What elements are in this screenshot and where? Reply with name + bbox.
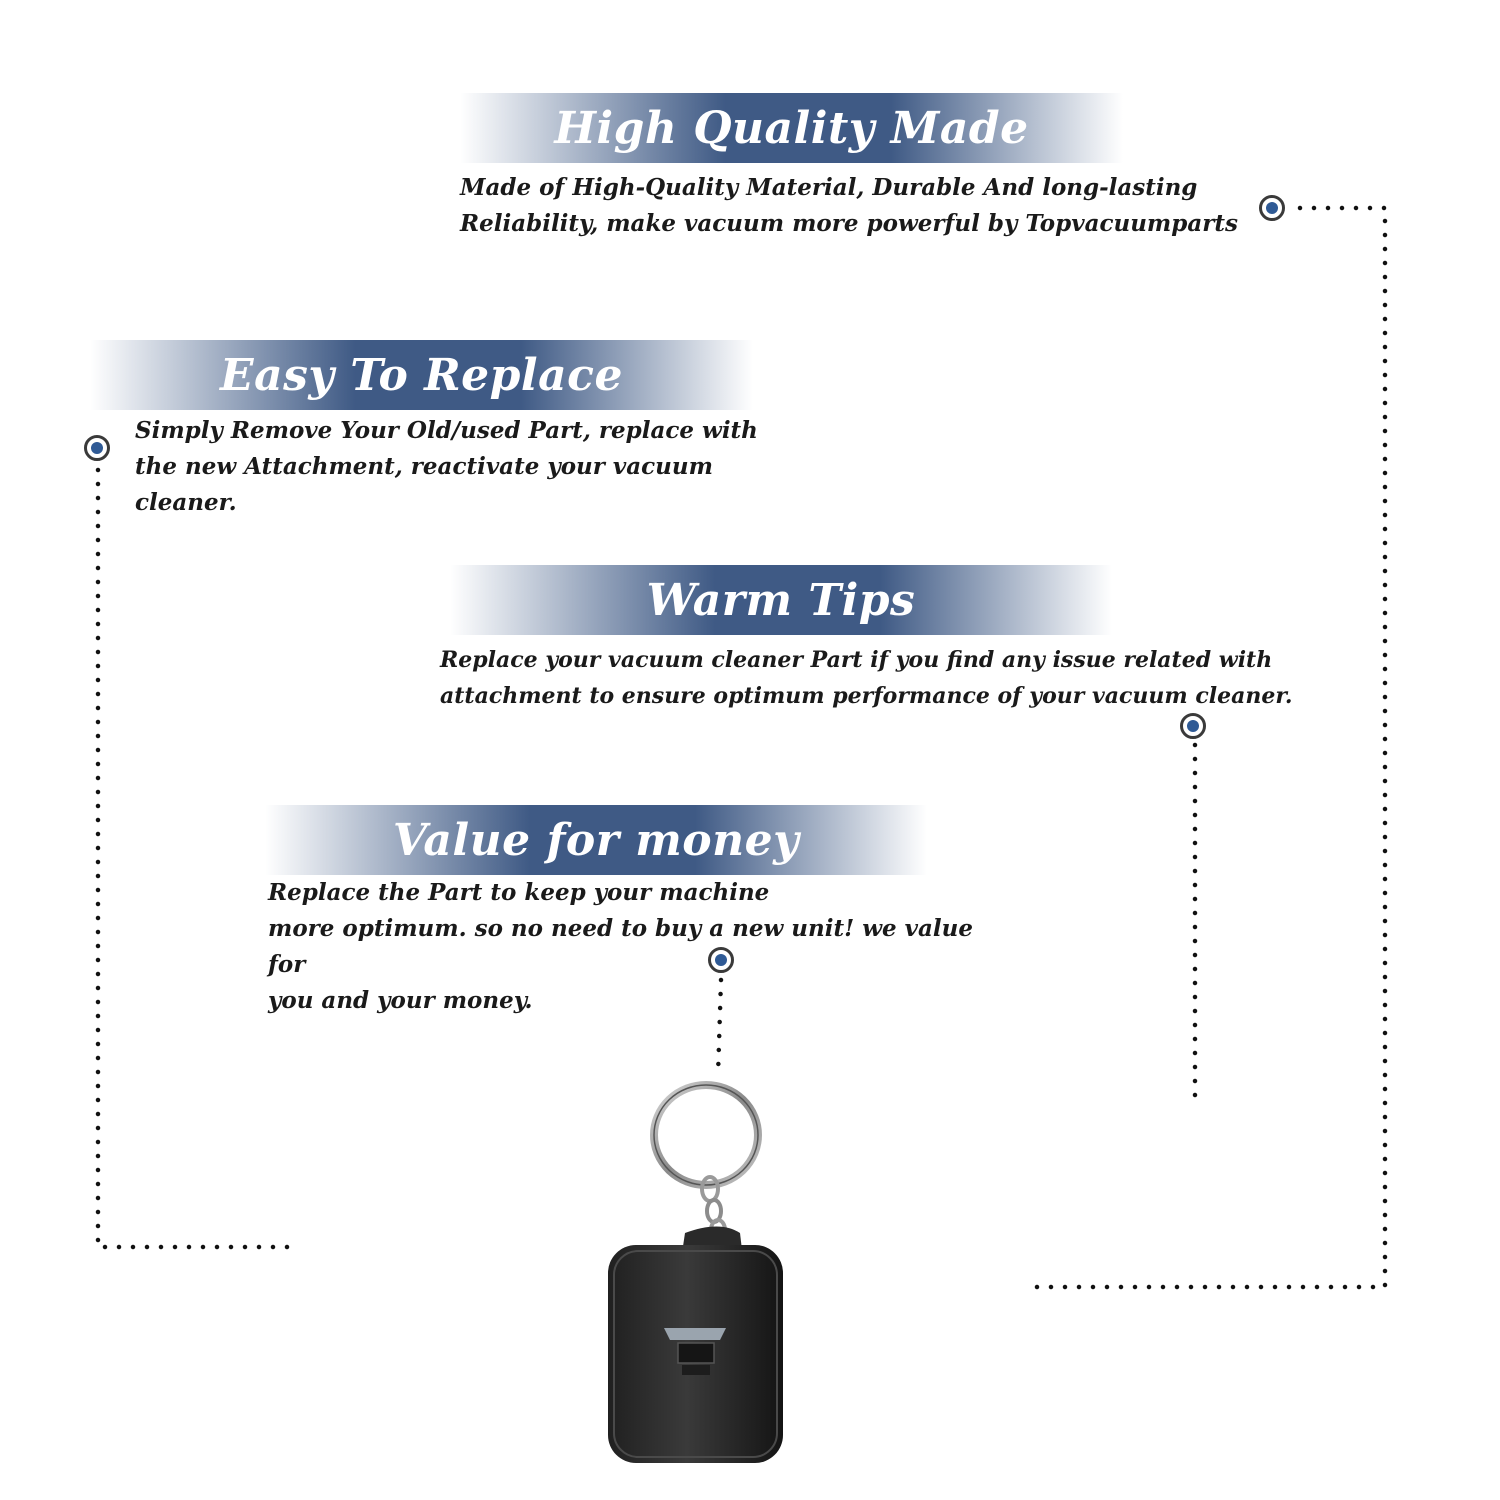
- feature-banner-value: Value for money: [265, 805, 927, 875]
- keychain-remote-icon: [608, 1081, 783, 1463]
- feature-description: Made of High-Quality Material, Durable A…: [460, 174, 1238, 237]
- feature-banner-easy-replace: Easy To Replace: [90, 340, 753, 410]
- feature-description: Replace the Part to keep your machine mo…: [268, 879, 974, 1014]
- feature-banner-high-quality: High Quality Made: [460, 93, 1123, 163]
- bullet-marker-icon: [1259, 195, 1285, 221]
- bullet-marker-icon: [708, 947, 734, 973]
- feature-description: Simply Remove Your Old/used Part, replac…: [135, 417, 758, 516]
- feature-title: Warm Tips: [646, 574, 916, 626]
- feature-description: Replace your vacuum cleaner Part if you …: [440, 647, 1293, 709]
- bullet-marker-icon: [1180, 713, 1206, 739]
- feature-title: High Quality Made: [554, 102, 1029, 154]
- bullet-marker-icon: [84, 435, 110, 461]
- feature-title: Value for money: [392, 814, 800, 866]
- feature-title: Easy To Replace: [220, 349, 623, 401]
- feature-banner-warm-tips: Warm Tips: [450, 565, 1112, 635]
